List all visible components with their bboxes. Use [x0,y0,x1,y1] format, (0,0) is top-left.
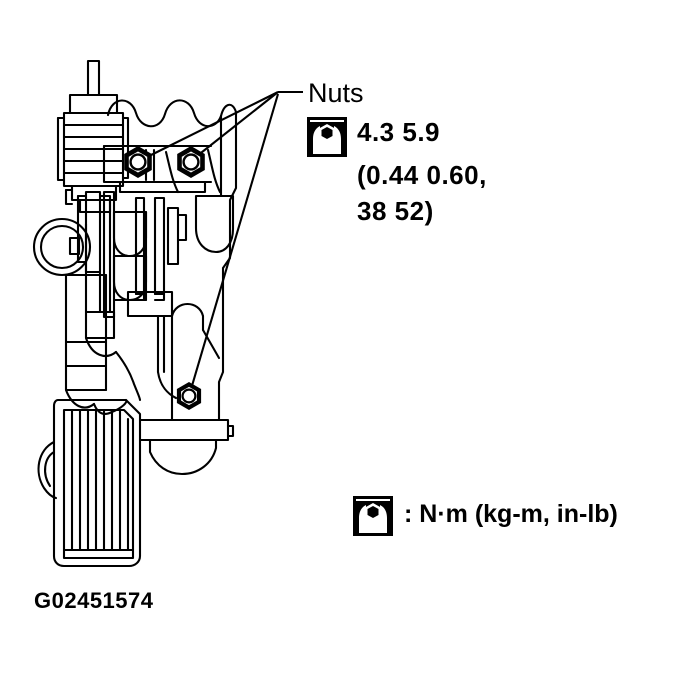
hex-nut-lower [175,380,203,412]
torque-wrench-nut-icon [353,496,393,536]
rear-boss-arcs [37,440,58,500]
flange-boss-rings [32,217,98,277]
torque-wrench-nut-icon [307,117,347,157]
oil-cooler-fins [52,398,142,568]
torque-value-kgm: (0.44 0.60, [357,160,487,190]
nut-mounting-plate [102,144,222,194]
hex-nut-upper-right [175,144,207,180]
figure-id-code: G02451574 [34,588,154,613]
leader-lines [140,90,303,397]
filter-housing [56,59,130,214]
torque-value-inlb: 38 52) [357,196,434,226]
nuts-callout-label: Nuts [308,78,364,108]
torque-value-nm: 4.3 5.9 [357,117,441,147]
engine-block-contour [106,99,238,476]
neck-link [92,350,142,415]
inner-rods [126,196,188,400]
left-column [64,273,108,409]
center-lobes [112,210,148,302]
torque-unit-legend: : N·m (kg-m, in-lb) [404,500,618,528]
